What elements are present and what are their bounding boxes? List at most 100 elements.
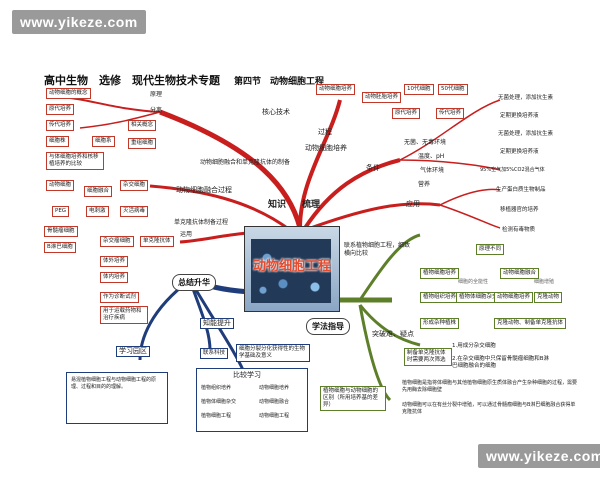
fusion-5: 灭活病毒: [120, 206, 149, 217]
box-left-3: 细胞株: [46, 136, 69, 147]
center-title: 动物细胞工程: [252, 259, 331, 274]
plant-label: 植物细胞培养: [420, 268, 460, 279]
label-process: 过程: [318, 128, 332, 136]
node-3: 克隆动物: [534, 292, 563, 303]
label-condition: 条件: [366, 164, 380, 172]
cmp-2: 植物体细胞杂交: [201, 399, 237, 405]
label-principle: 原理: [150, 91, 163, 98]
node-2: 动物细胞培养: [494, 292, 534, 303]
box-left-5: 相关概念: [128, 120, 157, 131]
branch-green-4: [358, 304, 392, 402]
label-app: 应用: [406, 200, 420, 208]
study-panel: 易混植物细胞工程与动物细胞工程的原理、过程和目的的理解。: [66, 372, 168, 424]
diagram-title: 高中生物 选修 现代生物技术专题: [44, 74, 220, 87]
box-left-0: 动物细胞的概念: [46, 88, 91, 99]
app-1: 移植器官的培养: [500, 207, 539, 213]
branch-label-zongjie: 总结升华: [172, 274, 216, 291]
ability-text: 细胞分裂分化获得性的生物学基础及意义: [236, 344, 310, 362]
box-rt-3: 50代细胞: [438, 84, 468, 95]
box-rt-2: 10代细胞: [404, 84, 434, 95]
label-fusion: 动物细胞融合过程: [176, 186, 232, 194]
cond-3: 营养: [418, 181, 431, 188]
branch-red-5: [149, 184, 291, 232]
label-antibody: 动物细胞融合和单克隆抗体的制备: [200, 159, 291, 166]
mab-small-1: 用于运载药物和治疗疾病: [100, 306, 148, 324]
label-fusion-app: 单克隆抗体制备过程: [174, 219, 229, 226]
branch-label-zhishi: 知识: [268, 200, 287, 210]
compare-panel: 比较学习 植物组织培养 动物细胞培养 植物体细胞杂交 动物细胞融合 植物细胞工程…: [196, 368, 308, 432]
box-rt-5: 传代培养: [436, 108, 465, 119]
branch-red-main: [159, 109, 303, 229]
mab-4: 体外培养: [100, 256, 129, 267]
branch-red-9: [399, 99, 501, 161]
branch-red-8: [79, 111, 161, 129]
cond-right-2: 无菌处理，添加抗生素: [498, 131, 554, 137]
box-left-7: 与体细胞培养和核移植培养的比较: [46, 152, 104, 170]
fusion-4: 电刺激: [86, 206, 109, 217]
study-text: 易混植物细胞工程与动物细胞工程的原理、过程和目的的理解。: [71, 377, 157, 390]
cond-right-0: 无菌处理，添加抗生素: [498, 95, 554, 101]
branch-red-12: [439, 204, 501, 229]
d1: 1.用成分杂交细胞: [452, 343, 496, 349]
fusion-2: 杂交细胞: [120, 180, 149, 191]
fusion-1: 细胞融合: [84, 186, 113, 197]
ability-box: 联系科技: [200, 348, 229, 359]
cond-2: 气体环境: [420, 167, 445, 174]
q1: 制备单克隆抗体时需要两次筛选: [404, 348, 452, 366]
mab-small-0: 作为诊断试剂: [100, 292, 140, 303]
branch-label-xuefa: 学法指导: [306, 318, 350, 335]
compare-study-title: 比较学习: [233, 371, 261, 379]
branch-label-shuli: 梳理: [302, 200, 321, 210]
branch-red-7: [69, 97, 161, 113]
box-rt-4: 原代培养: [392, 108, 421, 119]
cond-right-1: 定期更换培养液: [500, 113, 539, 119]
ability: 知能提升: [200, 318, 234, 329]
section-title: 第四节 动物细胞工程: [234, 77, 325, 87]
branch-red-2: [298, 99, 342, 229]
label-use: 运用: [180, 231, 193, 238]
cmp-5: 动物细胞工程: [259, 413, 290, 419]
diff-label: 原理不同: [476, 244, 505, 255]
difficult-label: 突破难、疑点: [372, 330, 414, 338]
box-left-4: 细胞系: [92, 136, 115, 147]
cell-image: [251, 239, 331, 303]
d2: 2.在杂交细胞中只保留骨髓瘤细胞和B淋巴细胞融合的细胞: [452, 356, 550, 369]
branch-green-3: [358, 304, 421, 347]
label-split: 分离: [150, 107, 163, 114]
box-rt-0: 动物细胞培养: [316, 84, 356, 95]
cond-1: 温度、pH: [418, 153, 445, 160]
cmp-4: 植物细胞工程: [201, 413, 232, 419]
app-2: 检测有毒物质: [502, 227, 536, 233]
cond-right-4: 95%空气加5%CO2混合气体: [480, 167, 545, 173]
node-0: 植物组织培养: [420, 292, 460, 303]
center-node: 动物细胞工程: [244, 226, 340, 312]
fusion-0: 动物细胞: [46, 180, 75, 191]
mab-3: 单克隆抗体: [140, 236, 174, 247]
box-rt-1: 动物胚胎培养: [362, 92, 402, 103]
cmp-0: 植物组织培养: [201, 385, 232, 391]
mab-0: 骨髓瘤细胞: [44, 226, 78, 237]
box-left-6: 重组细胞: [128, 138, 157, 149]
box-left-2: 传代培养: [46, 120, 75, 131]
cond-right-3: 定期更换培养液: [500, 149, 539, 155]
mab-2: 杂交瘤细胞: [100, 236, 134, 247]
branch-red-11: [439, 188, 501, 206]
node-4: 形成杂种植株: [420, 318, 460, 329]
box-left-1: 原代培养: [46, 104, 75, 115]
mab-5: 体内培养: [100, 272, 129, 283]
q2: 植物细胞与动物细胞的区别（所用培养基的差异）: [320, 386, 386, 411]
node-5: 克隆动物、制备单克隆抗体: [494, 318, 567, 329]
node-6: 细胞的全能性: [458, 279, 489, 285]
branch-red-4: [304, 202, 441, 232]
branch-green-2: [358, 233, 421, 301]
watermark-bottom: www.yikeze.com: [478, 444, 600, 468]
label-core-tech: 核心技术: [262, 108, 290, 116]
label-culture: 动物细胞培养: [305, 144, 347, 152]
cmp-1: 动物细胞培养: [259, 385, 290, 391]
cond-0: 无菌、无毒环境: [404, 139, 447, 146]
compare-title: 联系植物细胞工程，细致横向比较: [344, 242, 411, 257]
node-7: 细胞增殖: [534, 279, 555, 285]
branch-red-3: [303, 158, 401, 230]
study-zone: 学习园区: [116, 346, 150, 357]
long1: 植物细胞是指将体细胞与其他植物细胞原生质体融合产生杂种细胞的过程，需要先用酶去除…: [402, 380, 578, 393]
